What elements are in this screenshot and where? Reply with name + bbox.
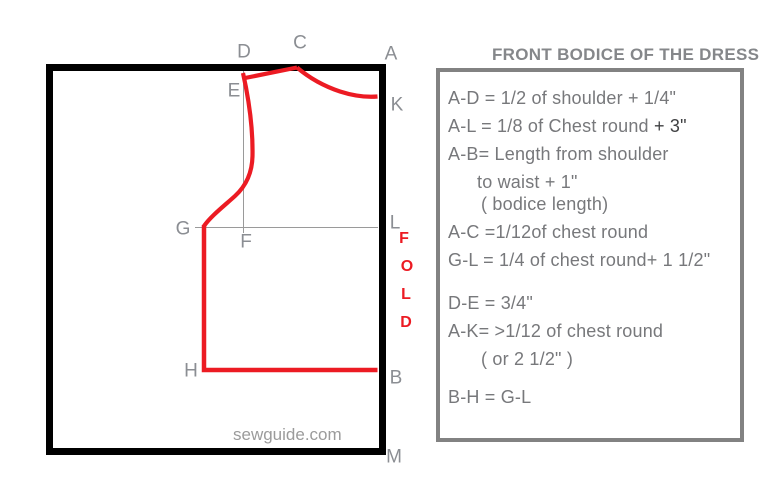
- point-label-m: M: [386, 446, 402, 468]
- side-seam-and-waist-line: [201, 225, 378, 373]
- measurements-panel: A-D = 1/2 of shoulder + 1/4" A-L = 1/8 o…: [436, 68, 744, 442]
- measurement-line-ab: A-B= Length from shoulder: [448, 140, 734, 168]
- measurement-text: A-K= >1/12 of chest round: [448, 321, 664, 341]
- measurement-line-de: D-E = 3/4": [448, 289, 734, 317]
- measurement-text: to waist + 1": [477, 172, 578, 192]
- point-label-k: K: [390, 94, 404, 116]
- measurement-text: D-E = 3/4": [448, 293, 533, 313]
- measurement-line-ac: A-C =1/12of chest round: [448, 218, 734, 246]
- point-label-b: B: [389, 367, 403, 389]
- fold-label-letter-o: O: [400, 258, 414, 275]
- point-label-h: H: [184, 360, 198, 382]
- fold-label-letter-f: F: [399, 230, 409, 247]
- measurement-line-al: A-L = 1/8 of Chest round + 3": [448, 112, 734, 140]
- watermark: sewguide.com: [233, 425, 342, 444]
- measurement-text: A-L = 1/8 of Chest round: [448, 116, 654, 136]
- measurement-line-ak-cont: ( or 2 1/2" ): [448, 345, 734, 373]
- measurement-highlight: + 3": [653, 116, 687, 136]
- point-label-g: G: [175, 218, 191, 240]
- measurement-text: A-C =1/12of chest round: [448, 222, 649, 242]
- armhole-curve: [202, 72, 255, 228]
- measurement-line-bh: B-H = G-L: [448, 383, 734, 411]
- pattern-frame: [46, 64, 386, 455]
- measurement-text: ( or 2 1/2" ): [481, 349, 574, 369]
- point-label-d: D: [237, 41, 251, 63]
- point-label-l: L: [389, 212, 401, 234]
- measurement-text: ( bodice length): [481, 194, 609, 214]
- measurement-line-gl: G-L = 1/4 of chest round+ 1 1/2": [448, 246, 734, 274]
- point-label-c: C: [293, 32, 307, 54]
- measurement-text: A-D = 1/2 of shoulder + 1/4": [448, 88, 677, 108]
- measurement-text: B-H = G-L: [448, 387, 532, 407]
- measurement-line-ak: A-K= >1/12 of chest round: [448, 317, 734, 345]
- point-label-e: E: [227, 80, 241, 102]
- measurement-line-ab-cont: to waist + 1": [448, 168, 734, 196]
- fold-label-letter-d: D: [400, 314, 412, 331]
- page-title: FRONT BODICE OF THE DRESS: [492, 45, 760, 64]
- neckline-curve: [295, 65, 378, 99]
- fold-label-letter-l: L: [401, 286, 411, 303]
- point-label-a: A: [384, 43, 398, 65]
- point-label-f: F: [240, 231, 252, 253]
- measurement-text: A-B= Length from shoulder: [448, 144, 669, 164]
- measurement-line-ad: A-D = 1/2 of shoulder + 1/4": [448, 84, 734, 112]
- shoulder-seam-line: [242, 65, 298, 81]
- measurement-text: G-L = 1/4 of chest round+ 1 1/2": [448, 250, 711, 270]
- measurement-line-bodice-length: ( bodice length): [448, 190, 734, 218]
